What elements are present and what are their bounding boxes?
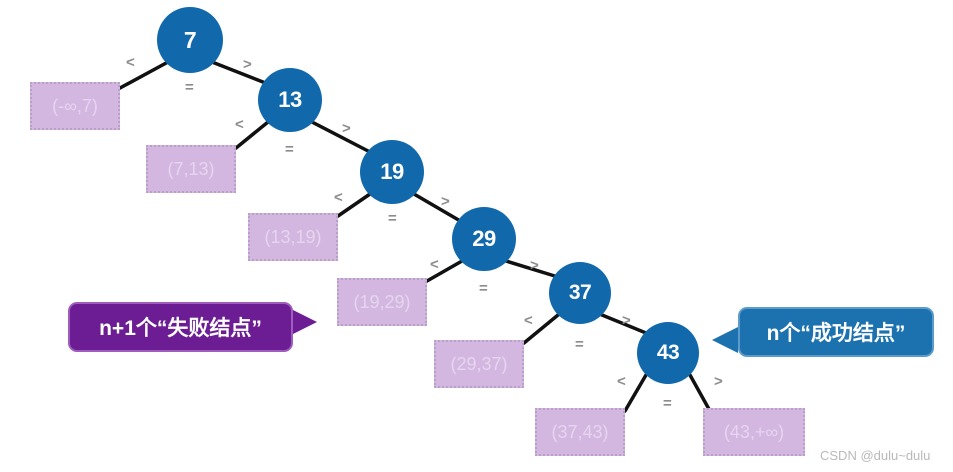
edge-comparison-label: > xyxy=(530,257,539,274)
tree-node-13: 13 xyxy=(258,68,322,132)
tree-node-label: 43 xyxy=(656,341,680,364)
tree-node-label: 13 xyxy=(278,87,302,112)
edge-comparison-label: = xyxy=(575,336,584,353)
tree-edge xyxy=(688,373,712,413)
tree-node-label: 19 xyxy=(380,159,404,184)
edge-comparison-label: < xyxy=(126,54,135,71)
csdn-watermark: CSDN @dulu~dulu xyxy=(820,448,931,463)
edge-comparison-label: > xyxy=(622,312,631,329)
edge-comparison-label: = xyxy=(185,79,194,96)
failure-node-box: (19,29) xyxy=(337,278,427,326)
edge-comparison-label: < xyxy=(430,256,439,273)
tree-edge xyxy=(600,313,648,335)
tree-edge xyxy=(336,192,372,218)
failure-node-label: (19,29) xyxy=(353,291,411,312)
failure-node-label: (43,+∞) xyxy=(723,421,785,442)
fail-callout: n+1个“失败结点” xyxy=(68,302,293,352)
fail-callout-label: n+1个“失败结点” xyxy=(99,317,262,340)
edge-comparison-label: = xyxy=(388,210,397,227)
tree-node-19: 19 xyxy=(360,140,424,204)
failure-node-label: (29,37) xyxy=(450,353,508,374)
tree-edge xyxy=(504,259,560,279)
tree-edge xyxy=(210,60,270,86)
tree-edge xyxy=(234,120,270,150)
success-callout-tail xyxy=(712,327,738,353)
failure-node-box: (37,43) xyxy=(535,408,625,456)
tree-node-7: 7 xyxy=(157,7,223,73)
tree-node-label: 37 xyxy=(568,281,592,304)
edge-comparison-label: = xyxy=(285,141,294,158)
edge-comparison-label: < xyxy=(617,373,626,390)
success-callout-label: n个“成功结点” xyxy=(766,322,906,345)
tree-node-label: 7 xyxy=(183,26,197,53)
tree-edge xyxy=(623,373,648,413)
edge-comparison-label: < xyxy=(524,312,533,329)
failure-node-box: (7,13) xyxy=(146,145,236,193)
tree-node-label: 29 xyxy=(472,226,496,251)
tree-edge xyxy=(425,259,464,283)
fail-callout-tail xyxy=(291,309,317,335)
tree-node-29: 29 xyxy=(452,207,516,271)
edge-comparison-label: < xyxy=(334,189,343,206)
failure-node-label: (37,43) xyxy=(551,421,609,442)
edge-comparison-label: = xyxy=(663,395,672,412)
tree-node-43: 43 xyxy=(637,322,699,384)
failure-node-box: (43,+∞) xyxy=(703,408,805,456)
edge-comparison-label: > xyxy=(342,120,351,137)
failure-node-box: (13,19) xyxy=(248,213,338,261)
tree-edge xyxy=(310,120,372,154)
failure-node-label: (13,19) xyxy=(264,226,322,247)
failure-node-label: (-∞,7) xyxy=(52,95,98,116)
tree-edge xyxy=(522,313,560,345)
failure-node-box: (-∞,7) xyxy=(30,82,120,130)
edge-comparison-label: < xyxy=(235,116,244,133)
edge-comparison-label: > xyxy=(243,56,252,73)
edge-comparison-label: > xyxy=(714,373,723,390)
edge-comparison-label: = xyxy=(479,280,488,297)
tree-edge xyxy=(118,60,170,90)
tree-node-37: 37 xyxy=(549,262,611,324)
success-callout: n个“成功结点” xyxy=(738,307,934,357)
failure-node-box: (29,37) xyxy=(434,340,524,388)
tree-edge xyxy=(412,192,464,224)
edge-comparison-label: > xyxy=(441,193,450,210)
failure-node-label: (7,13) xyxy=(167,158,215,179)
